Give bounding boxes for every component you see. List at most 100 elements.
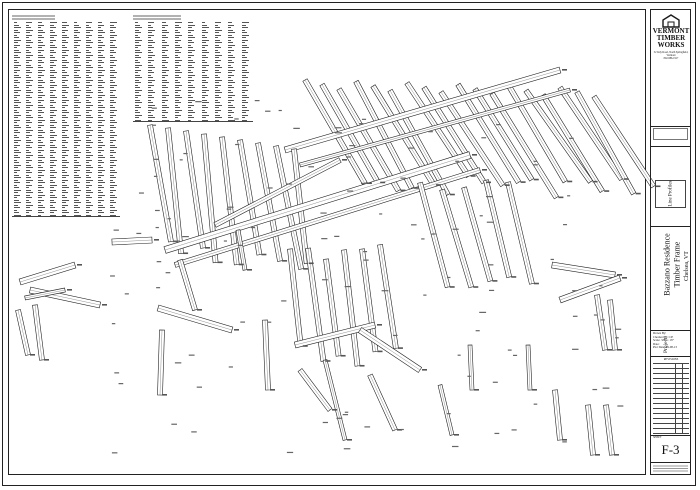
dimension-label [361, 118, 367, 120]
member-tag [617, 349, 622, 351]
dimension-label [347, 190, 354, 192]
dimension-label [492, 381, 498, 383]
member-labels [30, 69, 661, 456]
member-tag [617, 274, 622, 276]
scale-value: 3/8" = 1'0" [661, 338, 675, 343]
dimension-label [240, 321, 246, 323]
dimension-label [334, 235, 340, 237]
dimension-label [118, 383, 124, 385]
dimension-label [226, 208, 232, 210]
dimension-label [152, 124, 157, 126]
schedule-table [12, 14, 120, 217]
timber-centerline [609, 299, 616, 351]
copyright-note [653, 128, 688, 140]
timber-centerline [485, 180, 510, 278]
member-tag [558, 196, 564, 199]
timber-centerline [157, 307, 233, 331]
timber-centerline [419, 182, 448, 288]
timber-centerline [214, 159, 341, 226]
dimension-label [344, 411, 349, 413]
timber-centerline [179, 259, 196, 311]
member-tag [377, 350, 383, 353]
dimension-label [320, 212, 327, 214]
dimension-label [572, 348, 579, 350]
member-tag [44, 359, 49, 361]
member-tag [197, 309, 202, 311]
dimension-label [360, 182, 367, 184]
dimension-label [617, 405, 624, 407]
dimension-label [308, 166, 315, 168]
dimension-label [411, 224, 417, 226]
timber-centerline [361, 248, 376, 352]
dimension-label [446, 413, 451, 415]
timber-centerline [19, 264, 76, 283]
dimension-label [507, 349, 512, 351]
drawn-by: Checked By: CE [653, 334, 674, 339]
dimension-label [479, 215, 483, 217]
member-tag [67, 289, 72, 291]
dimension-label [293, 127, 300, 129]
timber-centerline [239, 139, 260, 255]
dimension-label [179, 159, 183, 161]
dimension-label [124, 293, 129, 295]
timber-centerline [359, 329, 421, 371]
dimension-label [191, 431, 197, 433]
dimension-label [489, 289, 495, 292]
drawn-by-label: Drawn By: [653, 331, 667, 335]
member-tag [511, 276, 517, 278]
revisions-label: REVISIONS [663, 358, 679, 361]
dimension-label [196, 386, 203, 388]
timber-centerline [299, 89, 571, 166]
dimension-label [114, 372, 120, 374]
member-tag [485, 181, 491, 184]
sheet-label: SHEET [653, 436, 662, 439]
dimension-label [479, 311, 487, 313]
timber-centerline [440, 91, 503, 186]
member-tag [614, 454, 619, 456]
member-tag [205, 247, 211, 249]
dimension-label [195, 101, 202, 103]
member-tag [622, 277, 627, 279]
dimension-label [342, 414, 349, 416]
timber-centerline [457, 84, 519, 183]
member-tag [562, 439, 567, 441]
dimension-label [592, 388, 598, 391]
dimension-label [421, 238, 425, 240]
dimension-label [285, 183, 292, 185]
dimension-label [349, 145, 356, 147]
timber-centerline [596, 294, 606, 351]
dimension-label [423, 294, 427, 296]
dimension-label [344, 285, 352, 288]
dimension-label [174, 362, 182, 364]
timber-centerline [111, 239, 153, 243]
timber-centerline [525, 90, 591, 182]
timber-centerline [264, 319, 269, 391]
member-tag [470, 175, 476, 177]
member-tag [623, 178, 629, 180]
dimension-label [334, 127, 342, 129]
timber-centerline [559, 277, 621, 301]
timber-centerline [325, 259, 339, 356]
member-tag [400, 189, 406, 192]
member-tag [533, 282, 539, 285]
dimension-label [600, 319, 605, 321]
member-tag [604, 190, 610, 192]
dimension-label [452, 228, 459, 230]
drawing-sheet [2, 2, 696, 486]
member-tag [270, 389, 275, 391]
member-tag [422, 369, 427, 371]
plot-date-label: Plot Date: [653, 345, 666, 350]
dimension-label [155, 226, 159, 229]
company-logo: VERMONT TIMBER WORKS 52 Italy Road, Nort… [652, 14, 690, 68]
dimension-label [321, 238, 328, 240]
timber-centerline [284, 69, 561, 151]
member-tag [474, 389, 479, 391]
dimension-label [234, 118, 239, 120]
dimension-label [334, 132, 342, 134]
timber-centerline [149, 124, 172, 242]
member-tag [397, 347, 403, 349]
timber-centerline [389, 90, 448, 195]
dimension-label [345, 156, 351, 158]
company-name-line1: VERMONT [652, 27, 690, 35]
dimension-label [136, 232, 142, 235]
